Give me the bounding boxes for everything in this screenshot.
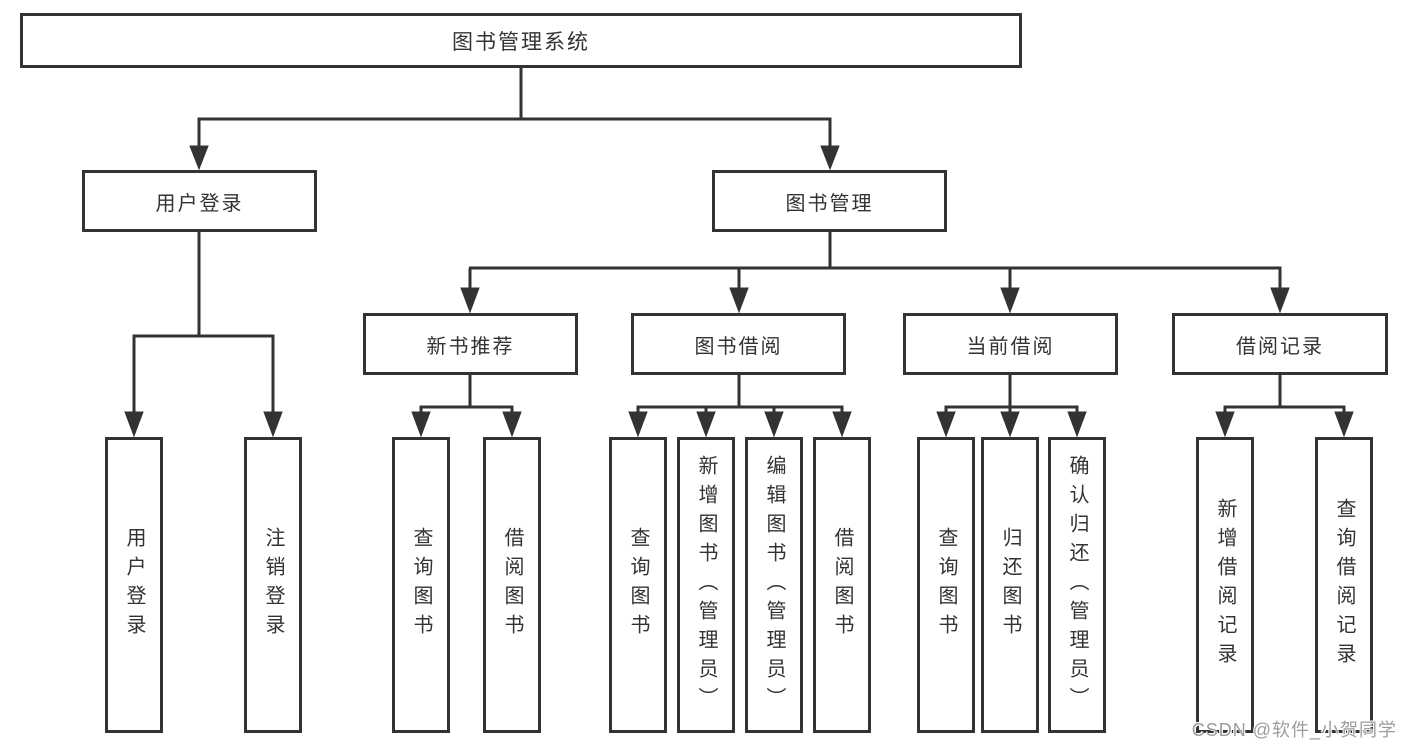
node-user-login-label: 用户登录 xyxy=(155,192,244,215)
node-current-borrow: 当前借阅 xyxy=(903,313,1118,375)
leaf-user-login-label: 用户登录 xyxy=(123,527,145,643)
node-root-label: 图书管理系统 xyxy=(452,30,590,54)
leaf-borrow-query-books-label: 查询图书 xyxy=(627,527,649,643)
leaf-records-query-record: 查询借阅记录 xyxy=(1315,437,1373,733)
node-new-books-label: 新书推荐 xyxy=(426,335,515,358)
leaf-records-add-record-label: 新增借阅记录 xyxy=(1214,498,1236,672)
leaf-borrow-add-book-admin-label: 新增图书（管理员） xyxy=(695,454,717,716)
leaf-current-return-books: 归还图书 xyxy=(981,437,1039,733)
connector-user-login xyxy=(124,232,283,438)
node-user-login: 用户登录 xyxy=(82,170,317,232)
leaf-logout: 注销登录 xyxy=(244,437,302,733)
node-current-borrow-label: 当前借阅 xyxy=(966,335,1055,358)
leaf-current-confirm-return-admin-label: 确认归还（管理员） xyxy=(1066,454,1088,716)
leaf-borrow-edit-book-admin-label: 编辑图书（管理员） xyxy=(763,454,785,716)
node-new-books: 新书推荐 xyxy=(363,313,578,375)
leaf-current-query-books: 查询图书 xyxy=(917,437,975,733)
leaf-records-add-record: 新增借阅记录 xyxy=(1196,437,1254,733)
node-borrow-records-label: 借阅记录 xyxy=(1236,335,1324,358)
leaf-current-return-books-label: 归还图书 xyxy=(999,527,1021,643)
leaf-records-query-record-label: 查询借阅记录 xyxy=(1333,498,1355,672)
connector-root-to-level2 xyxy=(189,68,840,171)
leaf-newbooks-borrow-books: 借阅图书 xyxy=(483,437,541,733)
connector-new-books xyxy=(411,375,522,438)
node-book-borrow: 图书借阅 xyxy=(631,313,846,375)
leaf-borrow-add-book-admin: 新增图书（管理员） xyxy=(677,437,735,733)
leaf-borrow-borrow-books-label: 借阅图书 xyxy=(831,527,853,643)
leaf-user-login: 用户登录 xyxy=(105,437,163,733)
leaf-current-confirm-return-admin: 确认归还（管理员） xyxy=(1048,437,1106,733)
connector-borrow-records xyxy=(1215,375,1354,438)
node-book-mgmt: 图书管理 xyxy=(712,170,947,232)
node-book-borrow-label: 图书借阅 xyxy=(694,335,783,358)
leaf-logout-label: 注销登录 xyxy=(262,527,284,643)
leaf-borrow-edit-book-admin: 编辑图书（管理员） xyxy=(745,437,803,733)
connector-current-borrow xyxy=(936,375,1087,438)
node-borrow-records: 借阅记录 xyxy=(1172,313,1388,375)
node-book-mgmt-label: 图书管理 xyxy=(785,192,874,215)
leaf-newbooks-query-books: 查询图书 xyxy=(392,437,450,733)
watermark: CSDN @软件_小贺同学 xyxy=(1191,720,1397,740)
leaf-borrow-query-books: 查询图书 xyxy=(609,437,667,733)
leaf-borrow-borrow-books: 借阅图书 xyxy=(813,437,871,733)
leaf-newbooks-borrow-books-label: 借阅图书 xyxy=(501,527,523,643)
leaf-newbooks-query-books-label: 查询图书 xyxy=(410,527,432,643)
connector-book-mgmt xyxy=(460,232,1290,314)
connector-book-borrow xyxy=(628,375,852,438)
leaf-current-query-books-label: 查询图书 xyxy=(935,527,957,643)
node-root: 图书管理系统 xyxy=(20,13,1022,68)
